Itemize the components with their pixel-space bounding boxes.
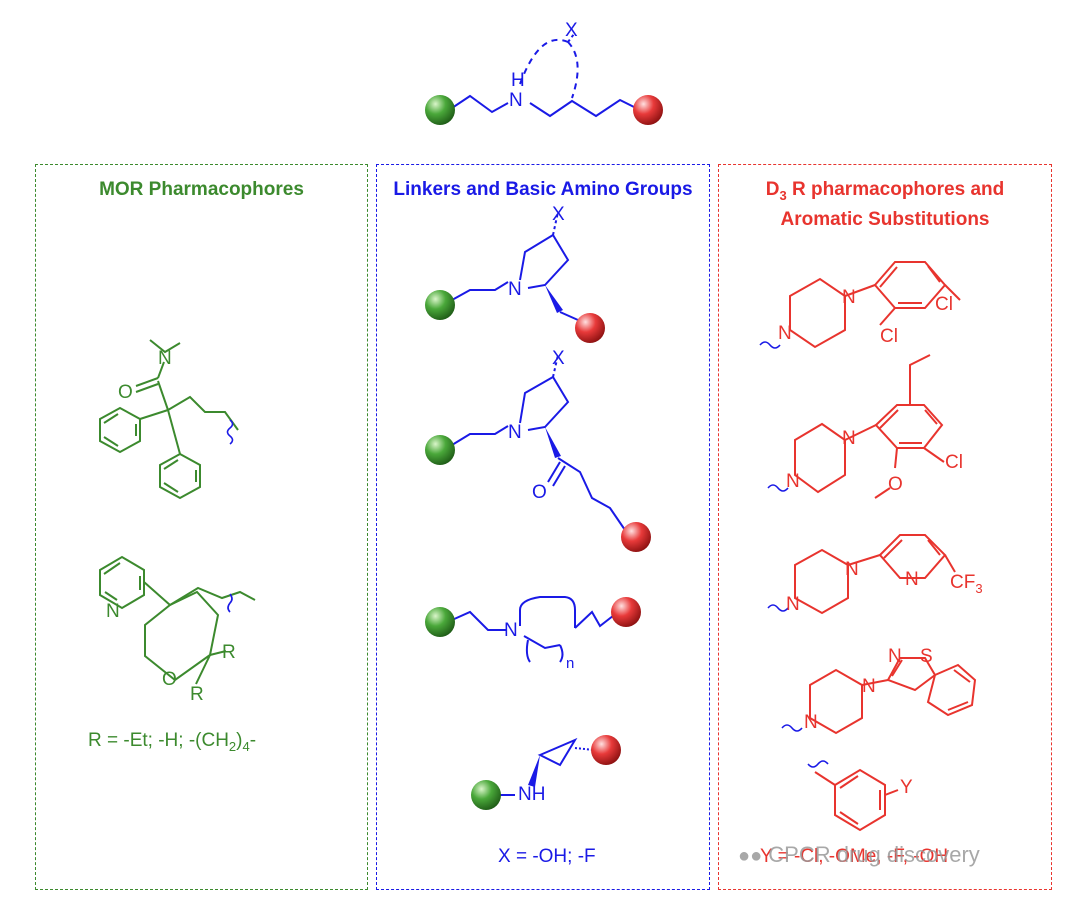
atom-n-pyridine: N [106,601,120,622]
d3r-title-line1: D3 R pharmacophores and [765,179,1005,203]
atom-o-pyran: O [162,669,177,690]
d3r-wavy-bond-1 [759,341,781,349]
green-sphere-linker-4 [471,780,501,810]
atom-n-d3r4-b: N [804,712,818,733]
atom-n-d3r2-b: N [786,471,800,492]
mor-panel-title: MOR Pharmacophores [99,179,304,200]
atom-n-linker-1: N [508,279,522,300]
d3r-wavy-bond-4 [781,724,803,732]
mor-panel [35,164,368,890]
d3r-substituted-phenyl [814,768,899,832]
atom-n-d3r3-pyridine: N [905,569,919,590]
mor-r-group-footnote: R = -Et; -H; -(CH2)4- [88,730,257,754]
green-sphere-linker-1 [425,290,455,320]
atom-cl-d3r1-b: Cl [880,326,898,347]
red-sphere-linker-4 [591,735,621,765]
d3r-title-line2: Aromatic Substitutions [780,208,990,230]
d3r-wavy-bond-5 [807,760,829,768]
linker-panel [376,164,710,890]
d3r-benzisothiazole-piperazine [809,657,977,735]
atom-n-d3r4-a: N [862,676,876,697]
atom-n-linker-2: N [508,422,522,443]
d3r-wavy-bond-3 [767,604,789,612]
atom-cf3-d3r3: CF3 [950,572,983,596]
atom-n-d3r3-b: N [786,594,800,615]
red-sphere-linker-2 [621,522,651,552]
atom-n-top: N [509,90,523,111]
mor-pyridyl-structure [99,555,256,685]
atom-o-d3r2: O [888,474,903,495]
d3r-panel-title: D3 R pharmacophores and Aromatic Substit… [718,178,1052,232]
linker-wedge-4 [528,755,540,787]
d3r-wavy-bond-2 [767,484,789,492]
d3r-dichlorophenyl-piperazine [789,261,961,349]
top-scaffold [451,33,637,118]
red-sphere-linker-1 [575,313,605,343]
atom-cl-d3r1-a: Cl [935,294,953,315]
d3r-cf3-pyridyl-piperazine [794,534,956,615]
red-sphere-top [633,95,663,125]
atom-o-linker-2: O [532,482,547,503]
linker-pyrrolidine-2 [451,354,626,531]
atom-x-linker-1: X [552,204,565,225]
atom-x-linker-2: X [552,348,565,369]
atom-o-mor1: O [118,382,133,403]
linker-hash-bond-4 [574,747,595,751]
watermark: ●● CPCR drug discovery [738,842,980,867]
d3r-y-footnote: Y = -Cl, -OMe, -F, -OH [760,846,949,867]
atom-n-d3r4-ring: N [888,646,902,667]
mor-wavy-bond-1 [226,419,234,445]
atom-n-d3r1-a: N [842,287,856,308]
linker-bicyclic [451,596,619,663]
linker-panel-title: Linkers and Basic Amino Groups [393,179,693,200]
atom-r-2: R [190,684,204,705]
linker-cyclopropyl [500,737,578,796]
green-sphere-top [425,95,455,125]
atom-n-d3r2-a: N [842,428,856,449]
d3r-panel [718,164,1052,890]
atom-n-linker-3: N [504,620,518,641]
linker-pyrrolidine-1 [451,211,579,321]
atom-n-subscript: n [566,655,574,672]
atom-s-d3r4: S [920,646,933,667]
linker-x-footnote: X = -OH; -F [498,846,596,867]
atom-nh-linker-4: NH [518,784,545,805]
mor-methadone-structure [99,339,239,500]
atom-y-d3r5: Y [900,777,913,798]
linker-wedge-1 [545,285,563,313]
atom-n-d3r3-a: N [845,559,859,580]
green-sphere-linker-2 [425,435,455,465]
wechat-logo-icon: ●● [738,845,763,867]
green-sphere-linker-3 [425,607,455,637]
atom-n-d3r1-b: N [778,323,792,344]
atom-r-1: R [222,642,236,663]
linker-wedge-2 [545,427,561,458]
red-sphere-linker-3 [611,597,641,627]
mor-wavy-bond-2 [227,593,233,613]
atom-h-top: H [511,70,525,91]
atom-n-mor1: N [158,348,172,369]
d3r-ethyl-chloro-methoxy [794,354,945,499]
atom-cl-d3r2: Cl [945,452,963,473]
atom-x-top: X [565,20,578,41]
